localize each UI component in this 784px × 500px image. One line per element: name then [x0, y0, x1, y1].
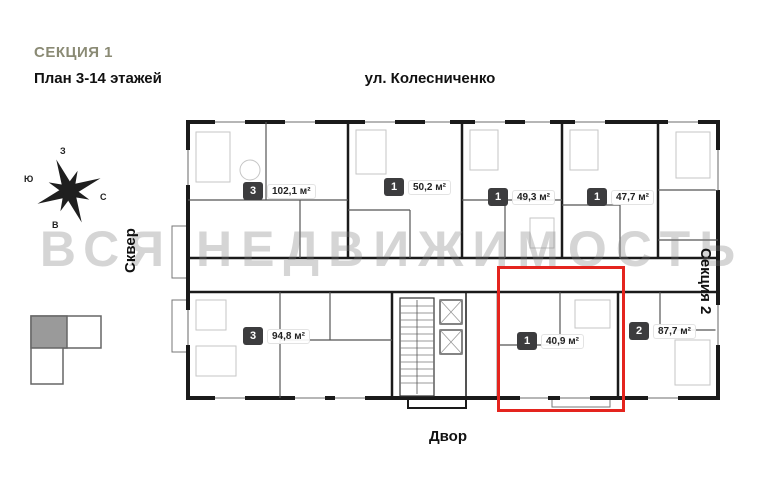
minimap-current-section: [30, 315, 68, 349]
rooms-badge: 1: [587, 188, 607, 206]
section-title: СЕКЦИЯ 1: [34, 44, 114, 61]
rooms-badge: 1: [384, 178, 404, 196]
selected-apartment-highlight[interactable]: [497, 266, 625, 412]
area-label: 87,7 м²: [653, 323, 696, 339]
building-outline: [186, 120, 720, 400]
area-label: 50,2 м²: [408, 179, 451, 195]
furniture-hints: [195, 129, 711, 386]
compass-rose-icon: З Ю С В: [24, 146, 110, 232]
building-position-minimap: [26, 308, 116, 398]
compass-south-label: Ю: [24, 174, 34, 184]
header: СЕКЦИЯ 1 План 3-14 этажей: [34, 44, 162, 87]
area-label: 47,7 м²: [611, 189, 654, 205]
apartment-label-47-7[interactable]: 1 47,7 м²: [587, 188, 654, 206]
windows: [185, 119, 721, 401]
rooms-badge: 1: [517, 332, 537, 350]
apartment-label-87-7[interactable]: 2 87,7 м²: [629, 322, 696, 340]
street-label: ул. Колесниченко: [364, 70, 496, 87]
plan-subtitle: План 3-14 этажей: [34, 70, 162, 87]
area-label: 49,3 м²: [512, 189, 555, 205]
apartment-label-102-1[interactable]: 3 102,1 м²: [243, 182, 316, 200]
yard-label: Двор: [428, 428, 468, 445]
rooms-badge: 3: [243, 327, 263, 345]
rooms-badge: 2: [629, 322, 649, 340]
compass-east-label: В: [52, 220, 59, 230]
apartment-label-49-3[interactable]: 1 49,3 м²: [488, 188, 555, 206]
balcony-left-1: [171, 225, 189, 279]
park-label: Сквер: [121, 228, 139, 273]
section2-label: Секция 2: [697, 248, 714, 315]
apartment-label-94-8[interactable]: 3 94,8 м²: [243, 327, 310, 345]
area-label: 102,1 м²: [267, 183, 316, 199]
area-label: 94,8 м²: [267, 328, 310, 344]
staircase: [399, 297, 435, 397]
elevator-shafts: [439, 299, 463, 355]
apartment-label-50-2[interactable]: 1 50,2 м²: [384, 178, 451, 196]
area-label: 40,9 м²: [541, 333, 584, 349]
apartment-label-40-9[interactable]: 1 40,9 м²: [517, 332, 584, 350]
rooms-badge: 3: [243, 182, 263, 200]
compass-north-label: С: [100, 192, 107, 202]
rooms-badge: 1: [488, 188, 508, 206]
compass-west-label: З: [60, 146, 66, 156]
